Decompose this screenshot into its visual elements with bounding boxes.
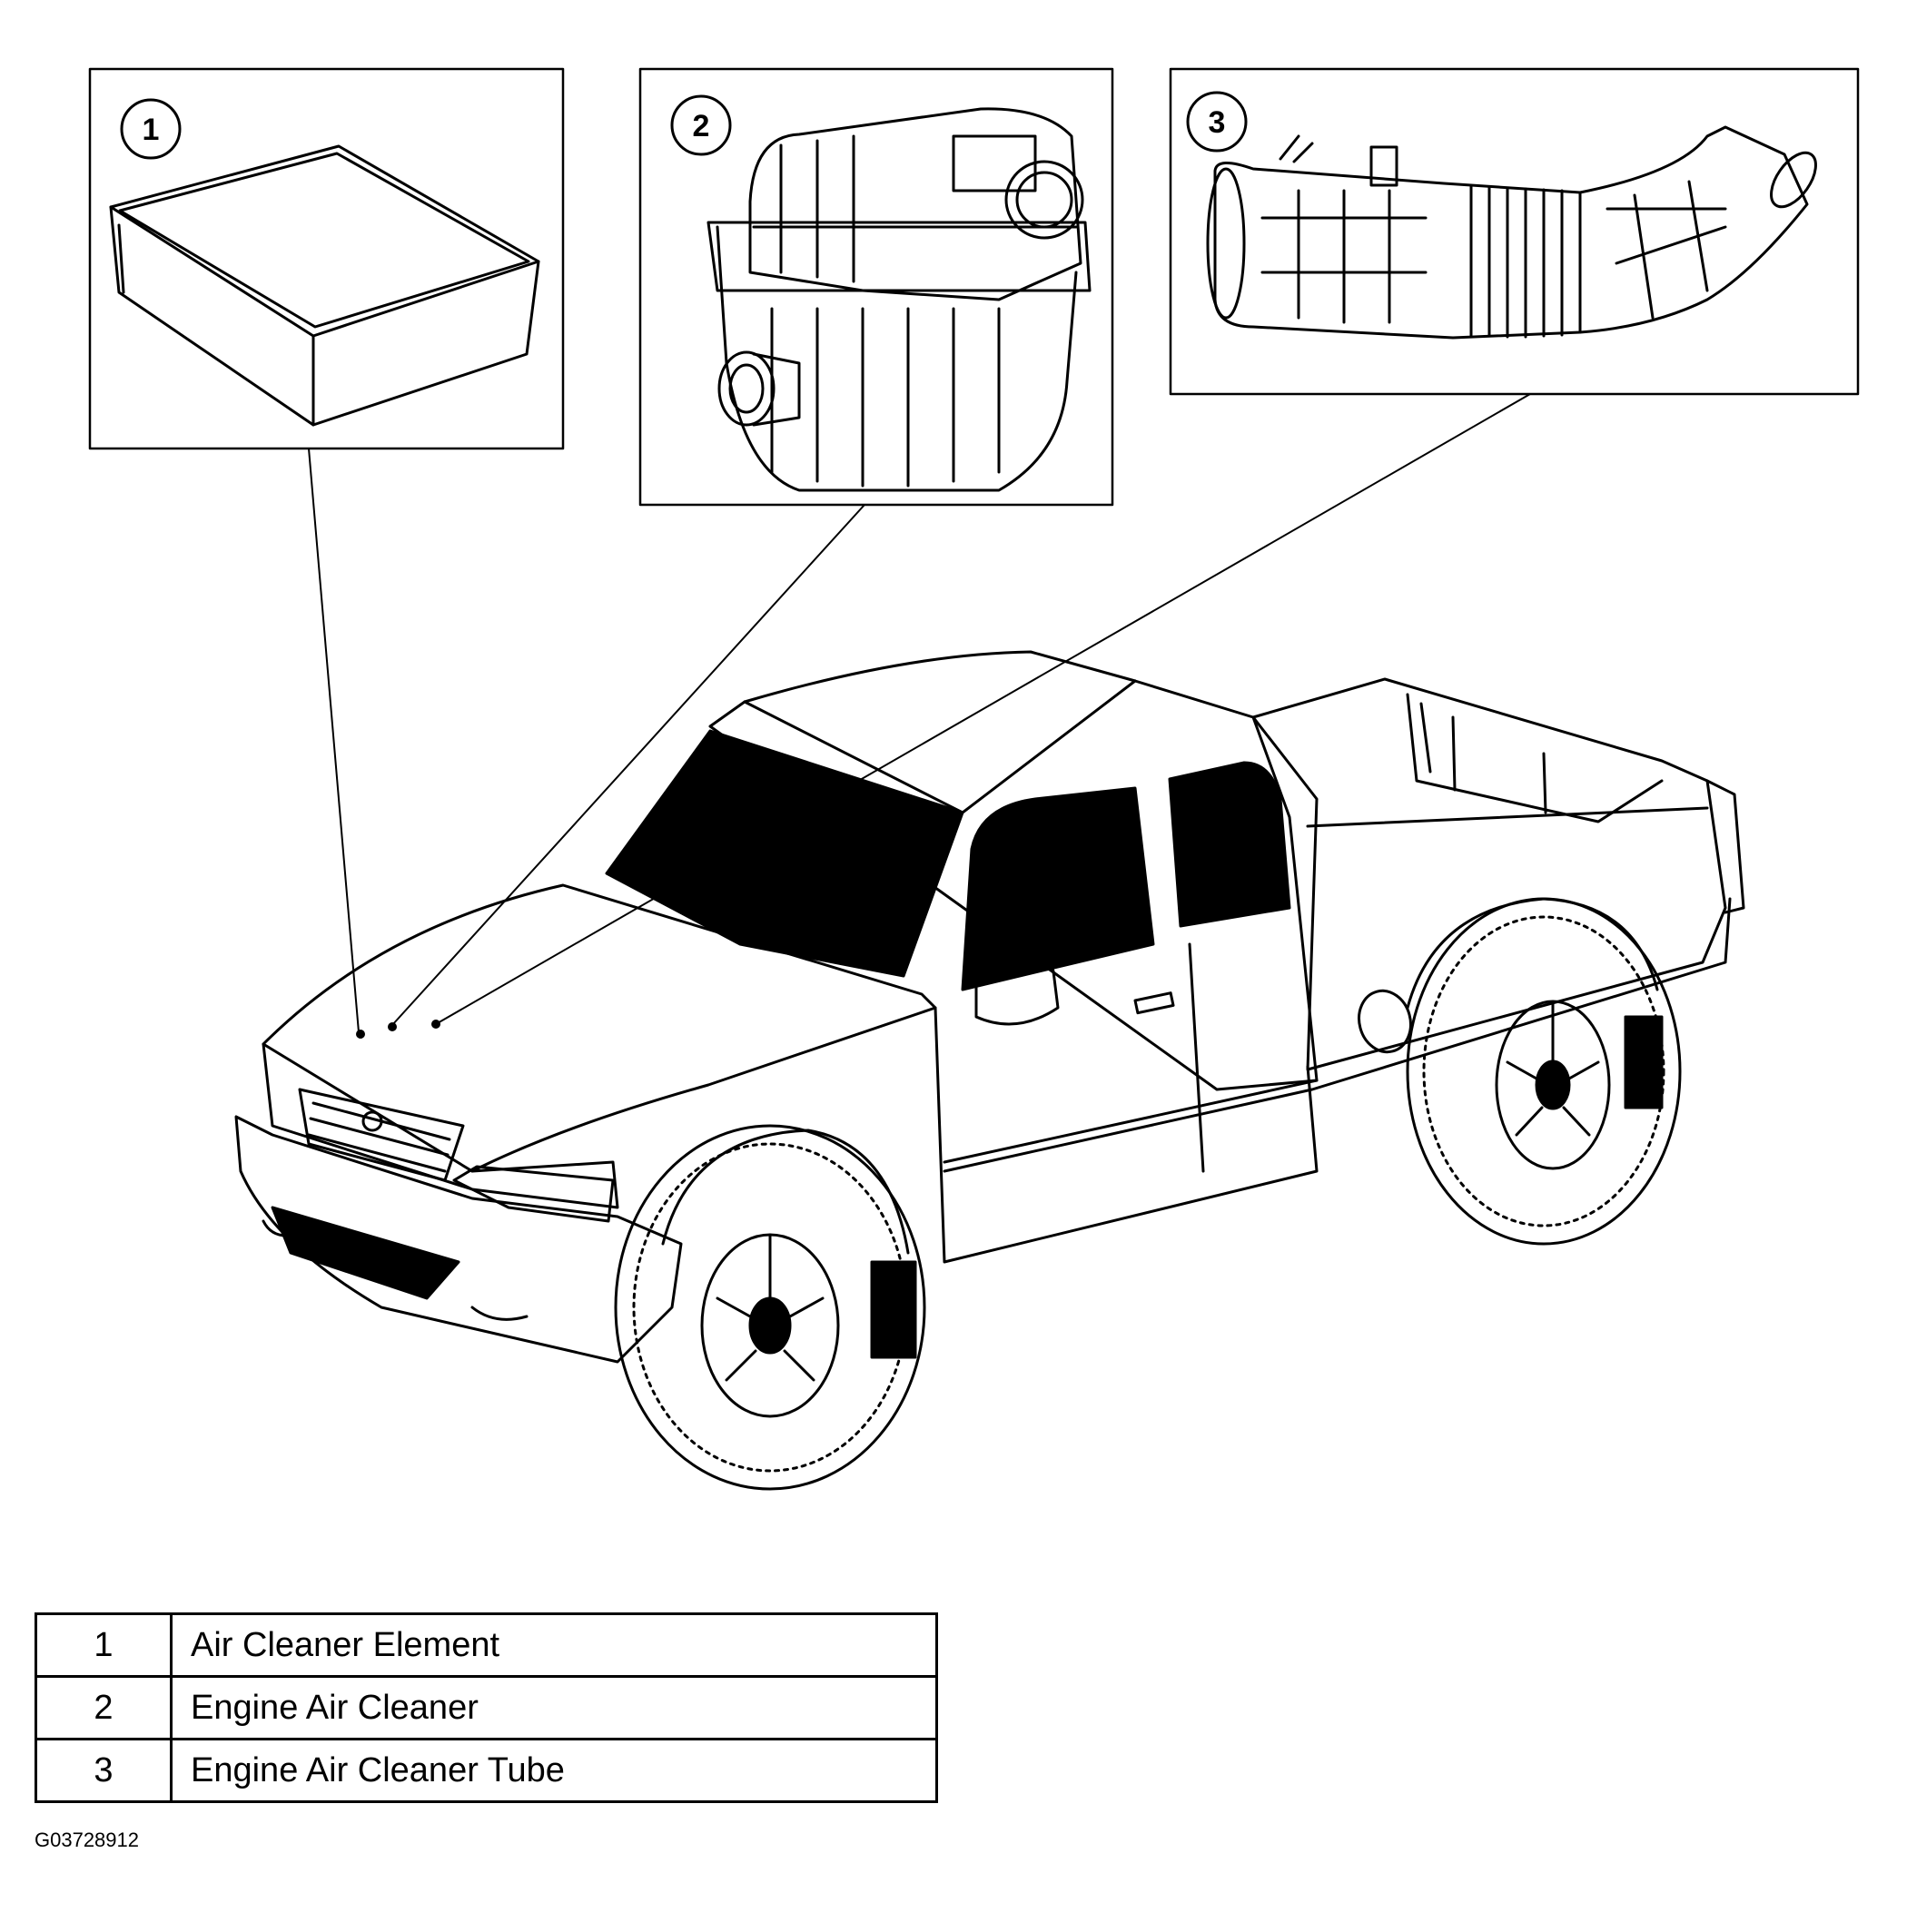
front-wheel: [614, 1124, 926, 1491]
legend-number: 3: [35, 1738, 173, 1803]
rear-side-window: [1168, 761, 1291, 928]
leader-line-1: [308, 448, 360, 1033]
windshield: [605, 729, 964, 978]
leader-point-3: [431, 1020, 440, 1029]
pickup-truck-illustration: [234, 650, 1745, 1491]
leader-line-3: [435, 393, 1531, 1025]
air-filter-icon: [109, 144, 540, 427]
legend-row: 1 Air Cleaner Element: [35, 1612, 938, 1678]
side-mirror: [974, 947, 1060, 1026]
callout-1-circle: [120, 98, 182, 160]
leader-point-2: [388, 1022, 397, 1031]
intake-tube-icon: [1206, 125, 1817, 340]
air-cleaner-box-icon: [706, 107, 1092, 492]
legend-number: 1: [35, 1612, 173, 1678]
legend-number: 2: [35, 1675, 173, 1740]
callout-2-circle: [670, 94, 732, 156]
callout-3-circle: [1186, 91, 1248, 153]
leader-point-1: [356, 1030, 365, 1039]
legend-label: Engine Air Cleaner: [170, 1675, 938, 1740]
legend-label: Air Cleaner Element: [170, 1612, 938, 1678]
callout-2-number: 2: [693, 109, 710, 143]
panel-engine-air-cleaner: 2: [638, 67, 1114, 507]
legend-row: 3 Engine Air Cleaner Tube: [35, 1738, 938, 1803]
figure-id: G03728912: [35, 1828, 139, 1851]
leader-lines: [308, 393, 1531, 1039]
legend-row: 2 Engine Air Cleaner: [35, 1675, 938, 1740]
front-bumper: [234, 1115, 683, 1364]
door-window: [961, 786, 1155, 991]
callout-3-number: 3: [1209, 105, 1226, 140]
callout-1-number: 1: [143, 113, 160, 147]
grille: [298, 1088, 465, 1182]
panel-engine-air-cleaner-tube: 3: [1169, 67, 1860, 396]
legend-label: Engine Air Cleaner Tube: [170, 1738, 938, 1803]
panel-air-cleaner-element: 1: [88, 67, 565, 450]
leader-line-2: [391, 504, 865, 1026]
parts-legend-table: 1 Air Cleaner Element 2 Engine Air Clean…: [35, 1612, 938, 1803]
